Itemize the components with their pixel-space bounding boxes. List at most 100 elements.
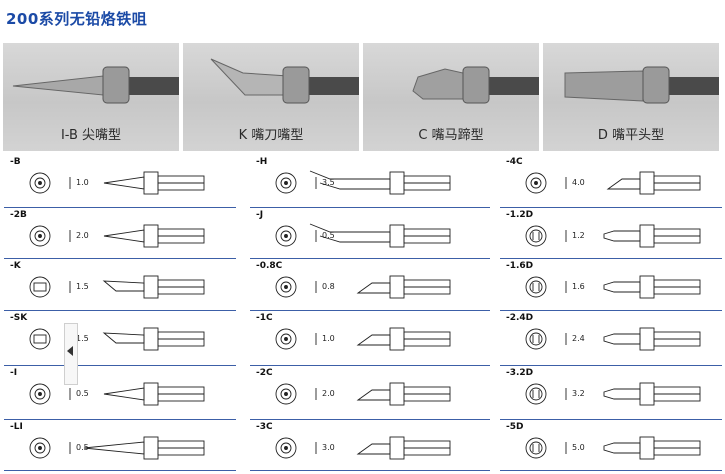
photo-label: I-B 尖嘴型: [60, 128, 122, 143]
tip-code: -SK: [10, 313, 28, 323]
tip-spec-12d: -1.2D 1.2: [500, 210, 725, 262]
row-divider: [500, 470, 722, 471]
tip-spec-k: -K 1.5: [4, 261, 244, 313]
row-divider: [4, 419, 236, 420]
tip-spec-b: -B 1.0: [4, 157, 244, 209]
row-divider: [250, 419, 490, 420]
tip-spec-1c: -1C 1.0: [250, 313, 490, 365]
tip-dimension: 1.6: [572, 282, 585, 291]
tip-spec-sk: -SK 1.5: [4, 313, 244, 365]
row-divider: [500, 419, 722, 420]
tip-chisel-broad-icon: [525, 436, 701, 460]
tip-code: -5D: [506, 422, 524, 432]
tip-bent-fine-icon: [275, 223, 451, 248]
tip-bevel-icon: [275, 275, 451, 299]
tip-spec-32d: -3.2D 3.2: [500, 368, 725, 420]
tip-dimension: 3.0: [322, 443, 335, 452]
row-divider: [250, 365, 490, 366]
tip-spec-2b: -2B 2.0: [4, 210, 244, 262]
tip-code: -3.2D: [506, 368, 534, 378]
tip-code: -B: [10, 157, 21, 167]
tip-code: -0.8C: [256, 261, 283, 271]
photo-1: I-B 尖嘴型: [3, 43, 179, 151]
tip-bevel-icon: [275, 382, 451, 406]
tip-bevel-icon: [275, 327, 451, 351]
tip-chisel-icon: [525, 224, 701, 248]
tip-conical-photo: [12, 66, 179, 104]
scroll-handle[interactable]: [64, 323, 78, 385]
tip-spec-h: -H 3.5: [250, 157, 490, 209]
tip-dimension: 2.0: [322, 389, 335, 398]
tip-dimension: 1.5: [76, 334, 89, 343]
row-divider: [4, 470, 236, 471]
tip-bevel-wide-icon: [525, 171, 701, 195]
row-divider: [500, 310, 722, 311]
tip-dimension: 0.5: [322, 231, 335, 240]
tip-conical-icon: [29, 171, 205, 195]
tip-dimension: 0.5: [76, 389, 89, 398]
tip-spec-2c: -2C 2.0: [250, 368, 490, 420]
tip-dimension: 2.4: [572, 334, 585, 343]
photo-4: D 嘴平头型: [543, 43, 719, 151]
tip-code: -3C: [256, 422, 273, 432]
tip-dimension: 1.5: [76, 282, 89, 291]
tip-dimension: 3.5: [322, 178, 335, 187]
tip-bent-icon: [275, 170, 451, 195]
tip-dimension: 1.2: [572, 231, 585, 240]
tip-dimension: 2.0: [76, 231, 89, 240]
photo-label: K 嘴刀嘴型: [238, 128, 304, 143]
row-divider: [250, 310, 490, 311]
tip-knife-photo: [210, 58, 359, 104]
tip-spec-3c: -3C 3.0: [250, 422, 490, 474]
tip-conical-fine-icon: [29, 382, 205, 406]
tip-dimension: 4.0: [572, 178, 585, 187]
tip-dimension: 1.0: [76, 178, 89, 187]
tip-chisel-icon: [525, 275, 701, 299]
tip-conical-blunt-icon: [29, 224, 205, 248]
tip-dimension: 0.5: [76, 443, 89, 452]
tip-dimension: 3.2: [572, 389, 585, 398]
tip-code: -2B: [10, 210, 27, 220]
tip-bevel-icon: [275, 436, 451, 460]
tip-spec-16d: -1.6D 1.6: [500, 261, 725, 313]
tip-code: -J: [256, 210, 264, 220]
row-divider: [4, 258, 236, 259]
tip-spec-08c: -0.8C 0.8: [250, 261, 490, 313]
tip-dimension: 5.0: [572, 443, 585, 452]
tip-spec-4c: -4C 4.0: [500, 157, 725, 209]
tip-spec-i: -I 0.5: [4, 368, 244, 420]
tip-knife-icon: [29, 275, 205, 299]
tip-bevel-photo: [412, 66, 539, 104]
tip-chisel-wide-icon: [525, 327, 701, 351]
page-title: 200系列无铅烙铁咀: [6, 10, 148, 28]
photo-label: D 嘴平头型: [597, 128, 665, 143]
photo-label: C 嘴马蹄型: [418, 128, 484, 143]
row-divider: [500, 365, 722, 366]
tip-conical-long-icon: [29, 436, 205, 460]
left-arrow-icon[interactable]: [67, 346, 73, 356]
tip-spec-5d: -5D 5.0: [500, 422, 725, 474]
row-divider: [4, 207, 236, 208]
row-divider: [4, 310, 236, 311]
tip-spec-j: -J 0.5: [250, 210, 490, 262]
row-divider: [250, 258, 490, 259]
tip-code: -H: [256, 157, 268, 167]
tip-code: -K: [10, 261, 21, 271]
tip-code: -1.6D: [506, 261, 534, 271]
tip-code: -4C: [506, 157, 523, 167]
photo-3: C 嘴马蹄型: [363, 43, 539, 151]
tip-chisel-photo: [564, 66, 719, 104]
row-divider: [500, 207, 722, 208]
row-divider: [4, 365, 236, 366]
row-divider: [500, 258, 722, 259]
tip-code: -2C: [256, 368, 273, 378]
tip-spec-li: -LI 0.5: [4, 422, 244, 474]
tip-dimension: 0.8: [322, 282, 335, 291]
tip-code: -1C: [256, 313, 273, 323]
tip-knife-small-icon: [29, 327, 205, 351]
tip-code: -LI: [10, 422, 23, 432]
tip-code: -1.2D: [506, 210, 534, 220]
tip-dimension: 1.0: [322, 334, 335, 343]
tip-code: -I: [10, 368, 18, 378]
